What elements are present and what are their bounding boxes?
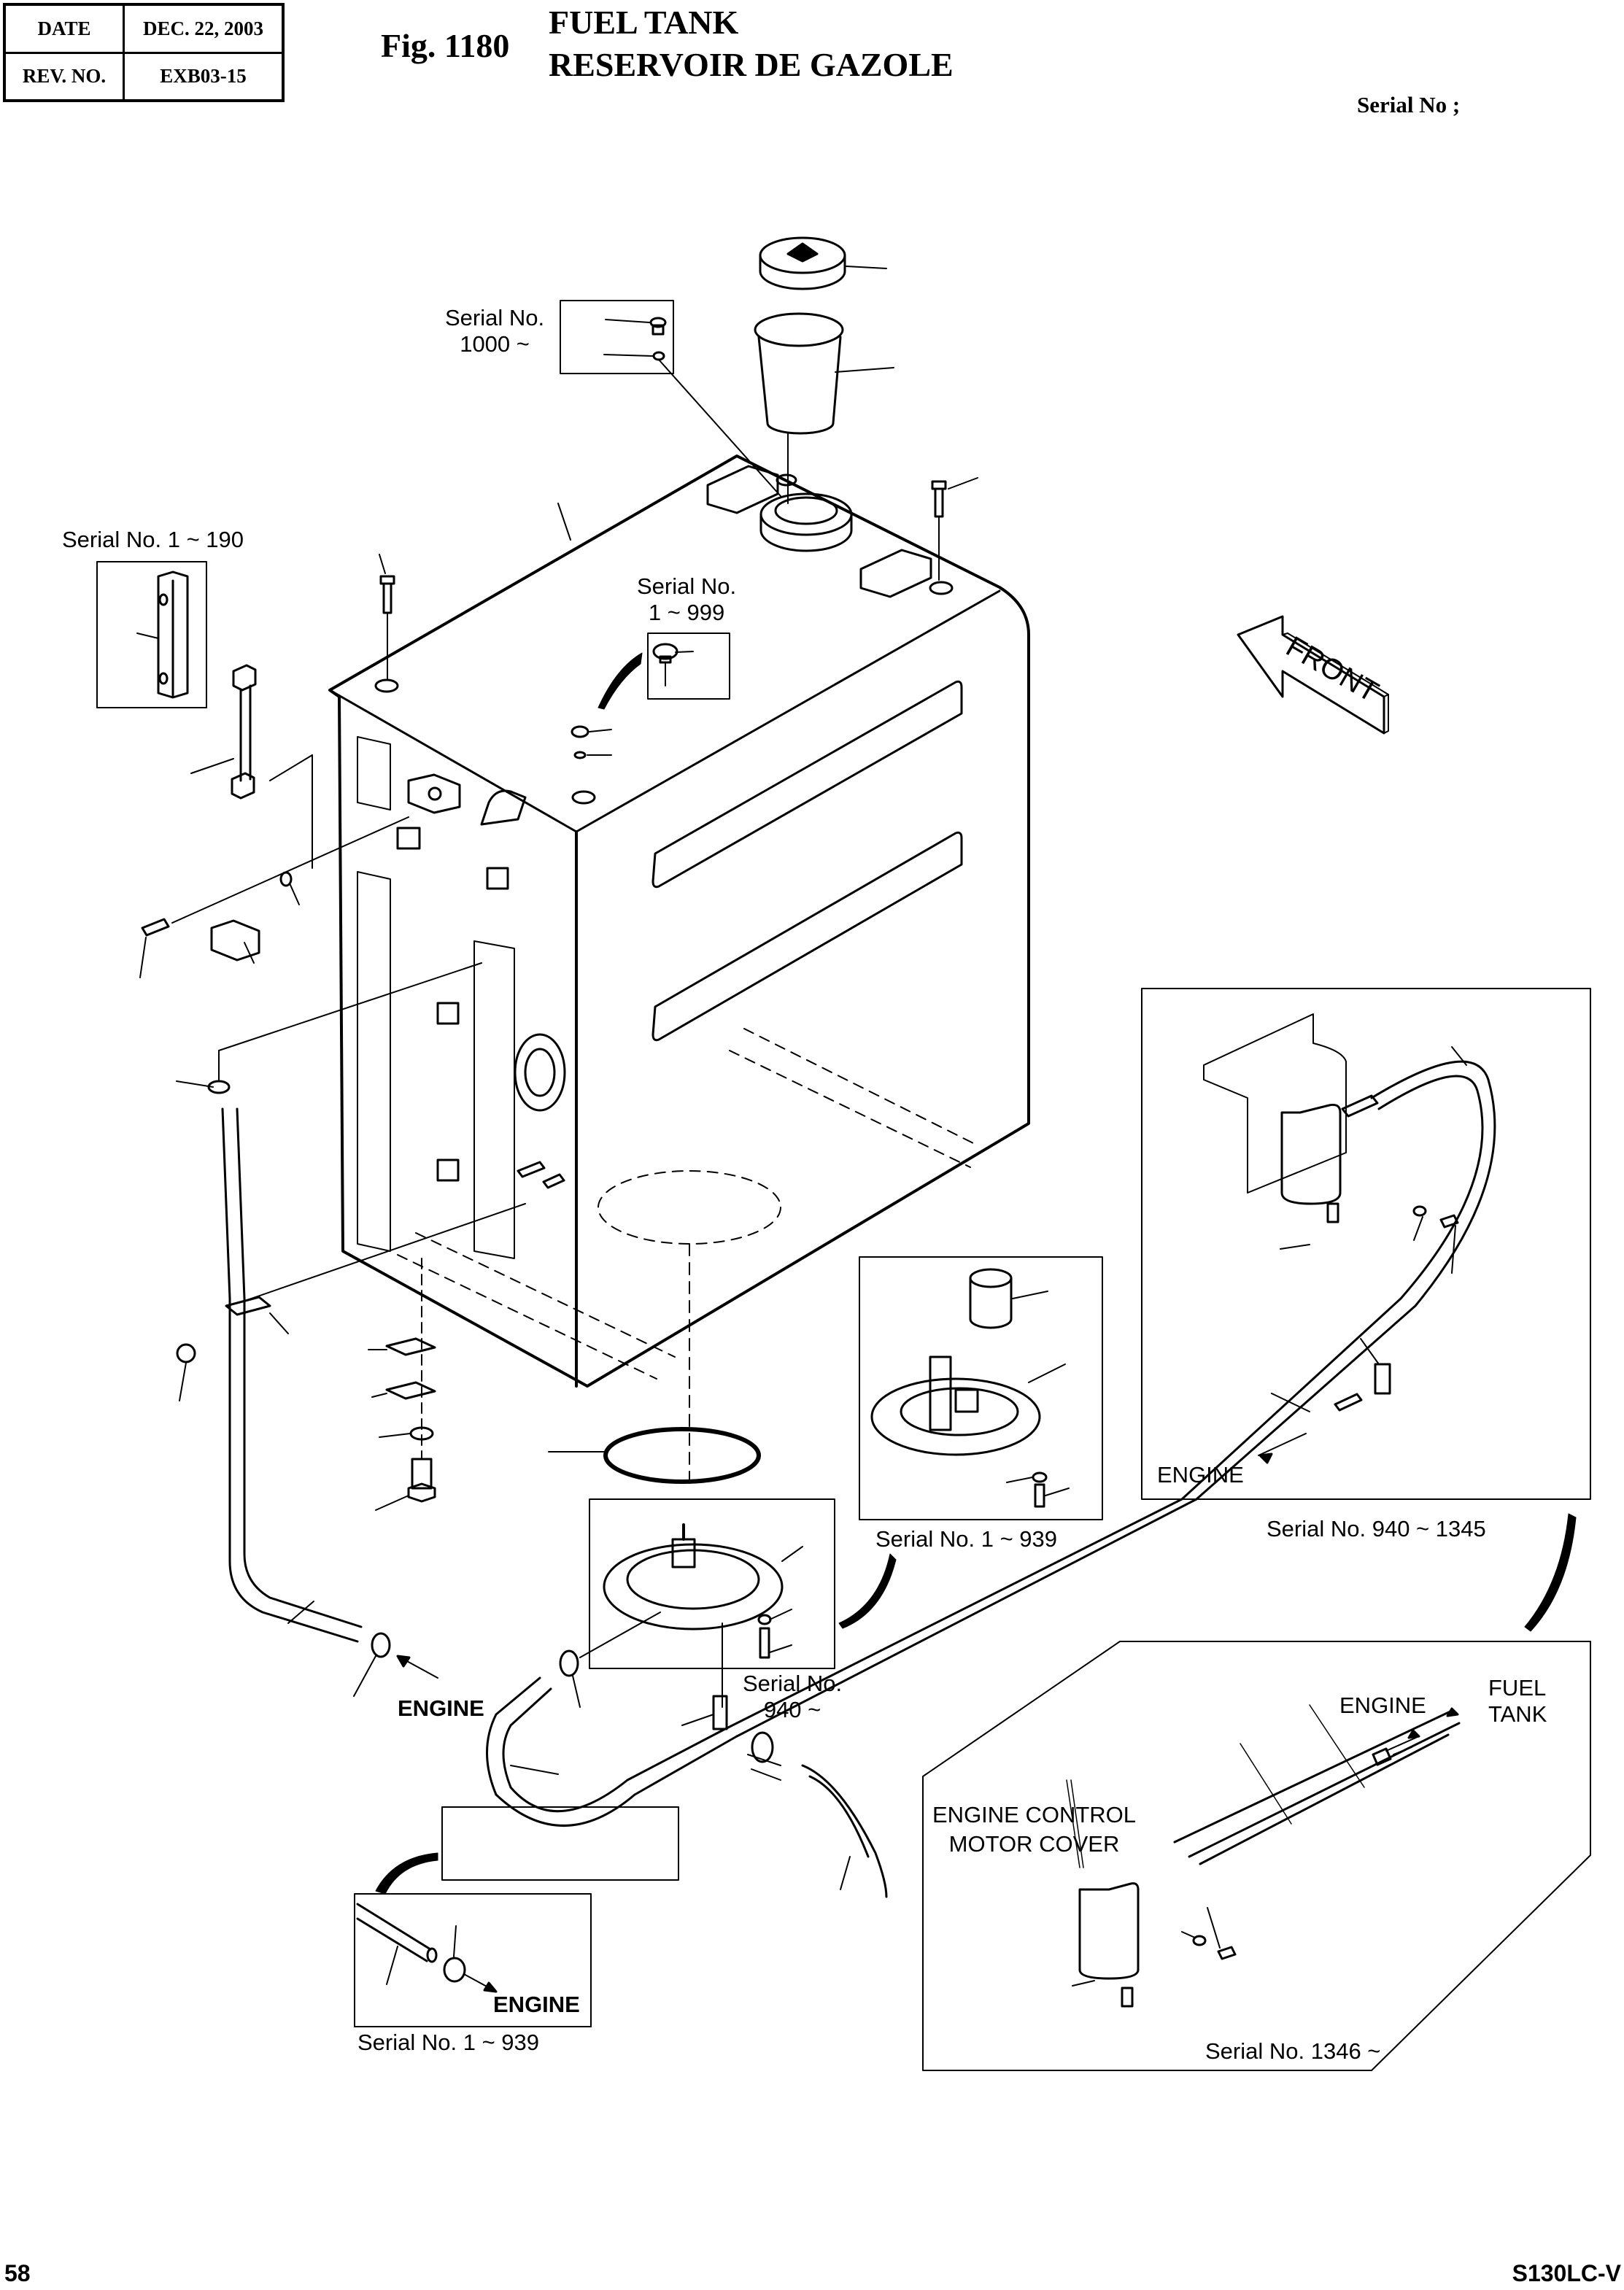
inset-serial-1-190 [96,561,207,708]
label-serial-1-939-small: Serial No. 1 ~ 939 [357,2030,540,2055]
label-engine-control-line1: ENGINE CONTROL [932,1802,1137,1827]
label-serial-1-999-line1: Serial No. [637,573,737,599]
label-serial-1-999-line2: 1 ~ 999 [648,600,725,625]
label-serial-940: Serial No. 940 ~ [743,1671,842,1723]
rev-label: REV. NO. [3,51,125,102]
label-serial-1000: Serial No. 1000 ~ [445,305,544,357]
label-fuel-tank-line2: TANK [1488,1701,1547,1727]
fuel-pipes [486,1498,1198,1898]
label-engine-control-motor-cover: ENGINE CONTROL MOTOR COVER [932,1800,1136,1859]
label-engine-1346: ENGINE [1339,1693,1426,1718]
front-direction-arrow: FRONT [1237,615,1389,735]
inset-serial-1-939-small [354,1893,592,2027]
label-fuel-tank-line1: FUEL [1488,1675,1547,1701]
label-engine-control-line2: MOTOR COVER [948,1831,1120,1857]
strainer [754,312,894,504]
detail-reference-box [441,1806,679,1881]
figure-number: Fig. 1180 [381,27,510,64]
label-engine-940-box: ENGINE [1157,1462,1244,1488]
front-label: FRONT [1280,630,1383,708]
inset-serial-1-939-filter [859,1256,1103,1520]
o-ring [603,1427,761,1484]
callout-arrow-940 [838,1553,897,1629]
title-english: FUEL TANK [549,4,739,41]
figure-title: FUEL TANK RESERVOIR DE GAZOLE [549,1,954,86]
label-serial-1346: Serial No. 1346 ~ [1205,2038,1381,2064]
model-number: S130LC-V [1512,2260,1621,2286]
callout-arrow-1-999 [598,652,643,710]
inset-serial-940 [589,1498,835,1708]
title-french: RESERVOIR DE GAZOLE [549,46,954,83]
label-serial-1000-line1: Serial No. [445,305,545,330]
fuel-tank-body [328,454,1030,1489]
level-gauge [190,664,313,869]
label-serial-1-999: Serial No. 1 ~ 999 [637,573,736,626]
return-hose [176,962,526,1697]
revision-table: DATE DEC. 22, 2003 REV. NO. EXB03-15 [3,3,285,102]
date-value: DEC. 22, 2003 [123,3,285,54]
cover-plate [139,816,409,978]
inset-serial-1346 [922,1641,1591,2071]
fuel-cap [759,236,887,290]
serial-header: Serial No ; [1357,92,1461,117]
mounting-hardware [368,1258,436,1511]
label-serial-1000-line2: 1000 ~ [460,331,530,357]
label-serial-1-939-filter: Serial No. 1 ~ 939 [875,1526,1058,1552]
callout-arrow-small [375,1852,438,1895]
inset-serial-1-999 [647,633,730,700]
callout-arrow-940-1345 [1524,1513,1577,1632]
label-serial-940-line2: 940 ~ [763,1697,821,1722]
label-serial-940-1345: Serial No. 940 ~ 1345 [1267,1516,1486,1542]
page-number: 58 [4,2260,31,2286]
label-engine-small-box: ENGINE [493,1992,580,2017]
inset-serial-1000 [560,300,781,497]
label-fuel-tank: FUEL TANK [1488,1675,1547,1728]
date-label: DATE [3,3,125,54]
label-serial-1-190: Serial No. 1 ~ 190 [62,527,244,552]
label-serial-940-line1: Serial No. [743,1671,843,1696]
inset-serial-940-1345 [1141,988,1591,1501]
label-engine-left: ENGINE [398,1695,484,1721]
rev-value: EXB03-15 [123,51,285,102]
